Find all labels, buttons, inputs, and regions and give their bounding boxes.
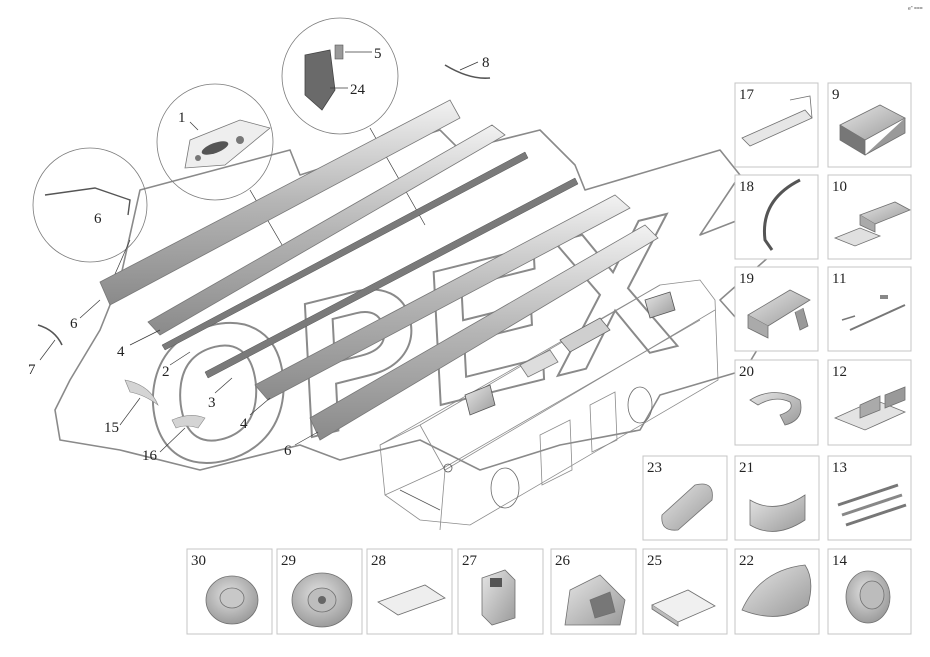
- part-6-detail: [44, 187, 131, 216]
- part-box-17: 17: [734, 82, 819, 168]
- part-box-11: 11: [827, 266, 912, 352]
- svg-text:26: 26: [555, 553, 571, 569]
- svg-text:10: 10: [832, 179, 847, 195]
- rail-4-bottom: [254, 194, 631, 401]
- part-box-9: 9: [827, 82, 912, 168]
- part-24: [304, 49, 336, 111]
- svg-text:12: 12: [832, 364, 847, 380]
- rail-6-top: [99, 99, 461, 306]
- callout-2: 2: [162, 364, 170, 380]
- callout-15: 15: [104, 420, 119, 436]
- callout-16: 16: [142, 448, 158, 464]
- bus-illustration: [379, 279, 719, 531]
- callout-24: 24: [350, 82, 366, 98]
- svg-text:22: 22: [739, 553, 754, 569]
- detail-circle-6: [32, 147, 148, 263]
- watermark-text: OPEX: [118, 175, 709, 515]
- callout-4-left: 4: [117, 344, 125, 360]
- svg-text:27: 27: [462, 553, 478, 569]
- callout-labels: 1 2 3 4 4 5 6 6 6 7 8 15 16 24: [28, 46, 490, 464]
- part-box-10: 10: [827, 174, 912, 260]
- detail-circle-1: [156, 83, 274, 201]
- part-box-29: 29: [276, 548, 363, 635]
- part-box-26: 26: [550, 548, 637, 635]
- rail-4-top: [147, 124, 506, 336]
- part-5: [334, 44, 344, 60]
- callout-6-detail: 6: [94, 211, 102, 227]
- part-box-23: 23: [642, 455, 728, 541]
- part-box-19: 19: [734, 266, 819, 352]
- strip-3: [204, 177, 579, 379]
- part-box-27: 27: [457, 548, 544, 635]
- svg-text:28: 28: [371, 553, 386, 569]
- svg-text:19: 19: [739, 271, 754, 287]
- svg-text:9: 9: [832, 87, 840, 103]
- part-box-25: 25: [642, 548, 728, 635]
- svg-text:23: 23: [647, 460, 662, 476]
- svg-text:25: 25: [647, 553, 662, 569]
- callout-7: 7: [28, 362, 36, 378]
- svg-text:18: 18: [739, 179, 754, 195]
- callout-5: 5: [374, 46, 382, 62]
- corner-mark: e" ===: [908, 6, 923, 12]
- part-15: [124, 379, 159, 406]
- callout-3: 3: [208, 395, 216, 411]
- callout-6-bottom: 6: [284, 443, 292, 459]
- callout-4-right: 4: [240, 416, 248, 432]
- part-8: [444, 64, 491, 80]
- part-box-12: 12: [827, 359, 912, 446]
- part-box-30: 30: [186, 548, 273, 635]
- callout-6-left: 6: [70, 316, 78, 332]
- detail-circle-5: [281, 17, 399, 135]
- part-box-21: 21: [734, 455, 820, 541]
- loose-parts: [37, 44, 491, 429]
- part-box-20: 20: [734, 359, 819, 446]
- part-box-13: 13: [827, 455, 912, 541]
- part-7: [37, 324, 63, 346]
- svg-text:30: 30: [191, 553, 206, 569]
- part-box-14: 14: [827, 548, 912, 635]
- part-16: [171, 415, 206, 429]
- part-box-18: 18: [734, 174, 819, 260]
- svg-text:14: 14: [832, 553, 848, 569]
- part-box-22: 22: [734, 548, 820, 635]
- svg-text:21: 21: [739, 460, 754, 476]
- svg-text:11: 11: [832, 271, 846, 287]
- svg-text:17: 17: [739, 87, 755, 103]
- svg-text:29: 29: [281, 553, 296, 569]
- leader-lines: [39, 51, 479, 453]
- strip-2: [161, 151, 529, 351]
- svg-text:20: 20: [739, 364, 754, 380]
- callout-1: 1: [178, 110, 186, 126]
- callout-8: 8: [482, 55, 490, 71]
- svg-text:13: 13: [832, 460, 847, 476]
- part-box-28: 28: [366, 548, 453, 635]
